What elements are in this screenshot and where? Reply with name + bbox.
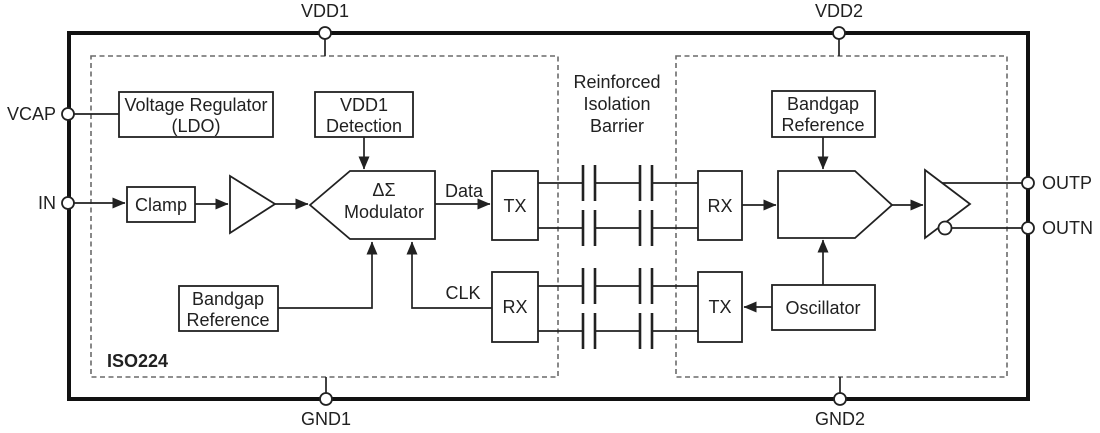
- barrier-label-3: Barrier: [590, 116, 644, 136]
- voltage-regulator-label-2: (LDO): [172, 116, 221, 136]
- vdd2-pin: [832, 26, 846, 40]
- vdd1-pin-label: VDD1: [301, 1, 349, 21]
- modulator-label-1: ΔΣ: [372, 180, 395, 200]
- vdd2-pin-label: VDD2: [815, 1, 863, 21]
- tx-clk-label: TX: [708, 297, 731, 317]
- vcap-pin-label: VCAP: [7, 104, 56, 124]
- delta-sigma-modulator-block: [308, 170, 436, 240]
- vcap-pin: [61, 107, 75, 121]
- inverting-output-bubble: [937, 220, 953, 236]
- oscillator-block: [771, 284, 876, 331]
- bandgap-reference-right-block: [771, 90, 876, 138]
- bandgap-left-label-2: Reference: [186, 310, 269, 330]
- bandgap-left-label-1: Bandgap: [192, 289, 264, 309]
- outp-pin-label: OUTP: [1042, 173, 1092, 193]
- rx-clk-label: RX: [502, 297, 527, 317]
- gnd2-pin-label: GND2: [815, 409, 865, 429]
- right-side-dashed-boundary: [675, 55, 1008, 378]
- chip-name-label: ISO224: [107, 351, 168, 371]
- vdd1-detection-block: [314, 91, 414, 138]
- barrier-label-1: Reinforced: [573, 72, 660, 92]
- input-amplifier-triangle: [229, 174, 277, 235]
- chip-outline: [67, 31, 1030, 401]
- bandgap-left-to-modulator-wire: [278, 241, 378, 309]
- vdd1-detection-label-1: VDD1: [340, 95, 388, 115]
- gnd2-pin: [833, 392, 847, 406]
- modulator-label-2: Modulator: [344, 202, 424, 222]
- data-signal-label: Data: [445, 181, 484, 201]
- tx-data-label: TX: [503, 196, 526, 216]
- clamp-block: [126, 186, 196, 223]
- clamp-label: Clamp: [135, 195, 187, 215]
- rx-data-block: [697, 170, 743, 241]
- voltage-regulator-label-1: Voltage Regulator: [124, 95, 267, 115]
- clk-signal-label: CLK: [445, 283, 480, 303]
- tx-clk-block: [697, 271, 743, 343]
- barrier-label-2: Isolation: [583, 94, 650, 114]
- in-pin-label: IN: [38, 193, 56, 213]
- oscillator-label: Oscillator: [785, 298, 860, 318]
- bandgap-reference-left-block: [178, 285, 279, 332]
- output-buffer-triangle: [924, 168, 972, 240]
- gnd1-pin: [319, 392, 333, 406]
- outn-pin: [1021, 221, 1035, 235]
- in-pin: [61, 196, 75, 210]
- isolation-capacitors-data: [581, 165, 654, 246]
- voltage-regulator-block: [118, 91, 274, 138]
- clk-wire: [406, 241, 492, 309]
- bandgap-right-label-1: Bandgap: [787, 94, 859, 114]
- tx-data-block: [491, 170, 539, 241]
- isolation-capacitors-clk: [581, 268, 654, 349]
- outp-pin: [1021, 176, 1035, 190]
- output-stage-block: [777, 170, 894, 239]
- outn-pin-label: OUTN: [1042, 218, 1093, 238]
- rx-data-label: RX: [707, 196, 732, 216]
- gnd1-pin-label: GND1: [301, 409, 351, 429]
- vdd1-detection-label-2: Detection: [326, 116, 402, 136]
- vdd1-pin: [318, 26, 332, 40]
- bandgap-right-label-2: Reference: [781, 115, 864, 135]
- rx-clk-block: [491, 271, 539, 343]
